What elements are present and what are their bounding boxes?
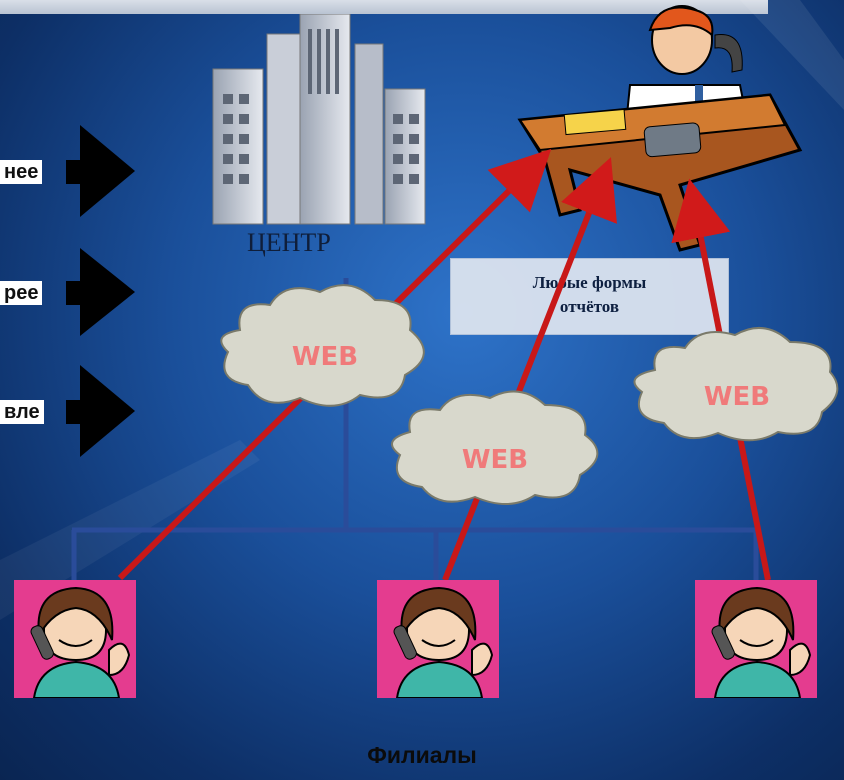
branches-label: Филиалы [367, 742, 477, 768]
report-forms-box: Любые формы отчётов [450, 258, 729, 335]
building-icon [212, 14, 426, 225]
top-bar [0, 0, 768, 14]
left-arrow-3 [80, 365, 135, 457]
report-forms-line-2: отчётов [559, 297, 620, 316]
manager-desk-icon [517, 5, 803, 252]
branch-operator-2-icon [377, 580, 499, 698]
arrow-label-1: нее [0, 160, 43, 184]
web-cloud-1-label: WEB [292, 342, 358, 372]
web-cloud-3-label: WEB [704, 382, 770, 412]
left-arrow-2 [80, 248, 135, 336]
left-arrow-1 [80, 125, 135, 217]
web-cloud-3: WEB [633, 326, 839, 442]
web-cloud-2-label: WEB [462, 445, 528, 475]
web-cloud-1: WEB [220, 284, 425, 407]
arrow-label-2: рее [0, 281, 43, 305]
arrow-label-3: вле [0, 400, 44, 424]
branch-operator-1-icon [14, 580, 136, 698]
center-label: ЦЕНТР [247, 228, 331, 257]
arrow-shaft-1 [66, 160, 86, 184]
web-cloud-2: WEB [391, 390, 599, 506]
branch-operator-3-icon [695, 580, 817, 698]
arrow-shaft-2 [66, 281, 86, 305]
arrow-shaft-3 [66, 400, 86, 424]
